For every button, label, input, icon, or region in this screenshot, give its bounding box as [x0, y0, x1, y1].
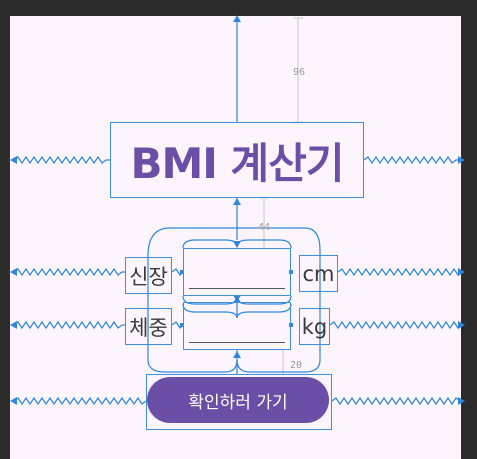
weight-input[interactable] — [183, 302, 291, 350]
margin-label-top: 96 — [293, 67, 306, 78]
height-input[interactable] — [183, 248, 291, 296]
height-input-underline — [189, 288, 285, 289]
margin-label-button: 20 — [290, 360, 303, 371]
app-title[interactable]: BMI 계산기 — [110, 122, 364, 198]
confirm-button[interactable]: 확인하러 가기 — [147, 377, 329, 423]
height-label[interactable]: 신장 — [125, 257, 172, 294]
weight-input-underline — [189, 342, 285, 343]
confirm-button-bounds — [146, 374, 332, 430]
top-strip — [0, 0, 477, 16]
weight-unit[interactable]: kg — [299, 308, 330, 345]
weight-label[interactable]: 체중 — [125, 308, 172, 345]
right-strip — [461, 16, 477, 459]
margin-label-title: 44 — [258, 222, 271, 233]
height-unit[interactable]: cm — [299, 255, 338, 292]
